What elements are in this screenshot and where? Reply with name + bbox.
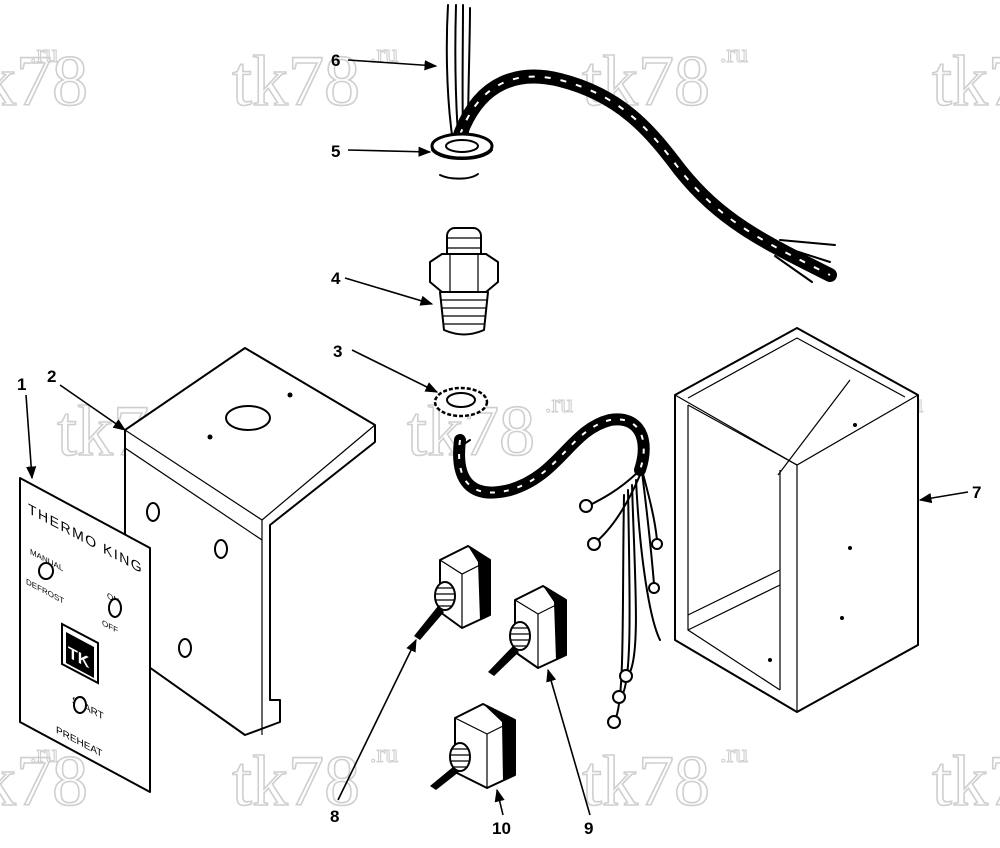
watermark-suffix: .ru — [720, 739, 748, 768]
callout-labels: 1 2 3 4 5 6 7 8 9 10 — [17, 51, 981, 838]
watermark-suffix: .ru — [545, 389, 573, 418]
callout-4: 4 — [331, 269, 341, 288]
watermark-suffix: .ru — [30, 739, 58, 768]
callout-7: 7 — [972, 483, 981, 502]
watermark-suffix: .ru — [720, 39, 748, 68]
watermark-text: tk78 — [582, 741, 710, 821]
preheat-switch-hole — [73, 696, 87, 714]
fitting — [429, 227, 499, 336]
watermark-text: tk78 — [582, 41, 710, 121]
lock-nut — [433, 386, 489, 418]
callout-1: 1 — [17, 375, 26, 394]
watermarks: tk78 .ru tk78 .ru tk78 .ru tk78 tk78 .ru… — [0, 38, 1000, 821]
thermo-king-logo-icon: TK — [61, 622, 99, 685]
wire-harness-lower — [453, 413, 663, 729]
on-off-switch-hole — [108, 598, 122, 618]
grommet — [430, 132, 494, 180]
watermark-suffix: .ru — [370, 739, 398, 768]
callout-2: 2 — [47, 367, 56, 386]
watermark-text: tk78 — [932, 741, 1000, 821]
toggle-switch-8 — [414, 545, 491, 640]
leader-lines — [25, 59, 969, 816]
wire-harness-top — [445, 4, 837, 283]
watermark-text: tk78 — [232, 41, 360, 121]
callout-9: 9 — [584, 819, 593, 838]
enclosure-box — [674, 327, 919, 713]
callout-5: 5 — [331, 142, 340, 161]
watermark-text: tk78 — [0, 741, 88, 821]
toggle-switch-9 — [488, 585, 567, 676]
callout-6: 6 — [331, 51, 340, 70]
watermark-text: tk78 — [0, 41, 88, 121]
watermark-suffix: .ru — [30, 39, 58, 68]
panel-on-label: ON — [107, 590, 119, 606]
callout-10: 10 — [492, 819, 511, 838]
toggle-switch-10 — [430, 703, 516, 790]
callout-3: 3 — [333, 342, 342, 361]
watermark-text: tk78 — [232, 741, 360, 821]
callout-8: 8 — [330, 807, 339, 826]
watermark-text: tk78 — [932, 41, 1000, 121]
mounting-bracket — [124, 347, 376, 736]
defrost-button-hole — [38, 562, 54, 580]
control-panel-plate: THERMO KING MANUAL DEFROST ON OFF START … — [19, 477, 151, 793]
